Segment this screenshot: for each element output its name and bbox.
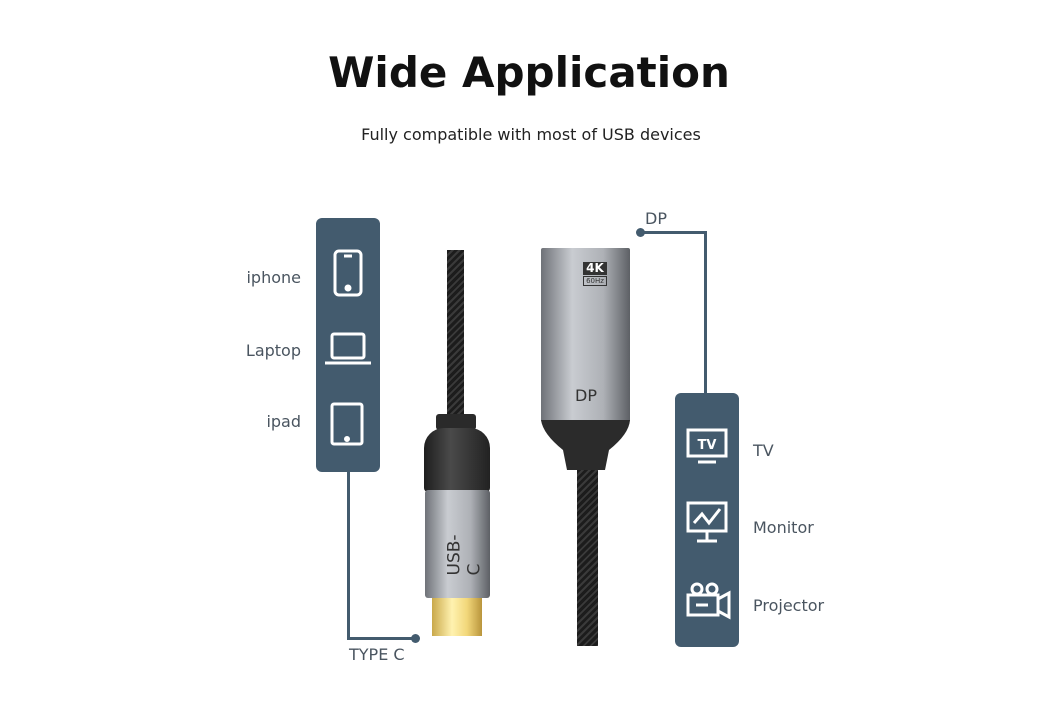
dp-label: DP bbox=[645, 209, 667, 228]
dp-text: DP bbox=[575, 386, 597, 405]
source-device-icons bbox=[325, 249, 371, 446]
connector-line bbox=[347, 472, 350, 640]
subtitle: Fully compatible with most of USB device… bbox=[361, 125, 701, 144]
usb-c-text: USB-C bbox=[444, 534, 485, 576]
tablet-icon bbox=[330, 402, 364, 446]
badge-60hz: 60Hz bbox=[583, 276, 607, 286]
device-label-ipad: ipad bbox=[266, 412, 301, 431]
usb-c-plug bbox=[432, 598, 482, 636]
usb-c-strain-relief bbox=[436, 414, 476, 430]
type-c-label: TYPE C bbox=[349, 645, 405, 664]
tv-icon: TV bbox=[686, 428, 728, 464]
tv-icon-text: TV bbox=[698, 438, 717, 453]
usb-c-housing: USB-C bbox=[425, 490, 490, 598]
output-device-icons: TV bbox=[686, 428, 731, 620]
device-label-laptop: Laptop bbox=[245, 341, 301, 360]
phone-icon bbox=[333, 249, 363, 297]
badge-4k: 4K bbox=[583, 262, 607, 275]
device-label-monitor: Monitor bbox=[753, 518, 814, 537]
device-label-tv: TV bbox=[753, 441, 774, 460]
projector-icon bbox=[686, 582, 731, 620]
source-devices-panel bbox=[316, 218, 380, 472]
dp-boot bbox=[541, 420, 630, 470]
device-label-projector: Projector bbox=[753, 596, 825, 615]
device-label-iphone: iphone bbox=[246, 268, 301, 287]
output-devices-panel: TV bbox=[675, 393, 739, 647]
connector-line bbox=[704, 231, 707, 394]
connector-dot bbox=[411, 634, 420, 643]
usb-c-boot bbox=[424, 428, 490, 492]
dp-cable bbox=[577, 470, 598, 646]
connector-line bbox=[347, 637, 415, 640]
dp-housing: 4K 60Hz DP bbox=[541, 248, 630, 422]
page-title: Wide Application bbox=[328, 48, 730, 97]
connector-line bbox=[640, 231, 707, 234]
usb-c-cable bbox=[447, 250, 464, 420]
laptop-icon bbox=[325, 332, 371, 365]
monitor-icon bbox=[686, 501, 728, 543]
